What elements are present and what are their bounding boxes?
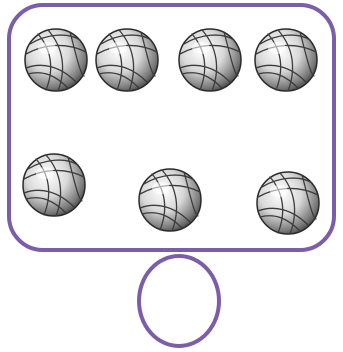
- volleyball-icon: [257, 172, 319, 234]
- volleyball-icon: [139, 169, 201, 231]
- volleyball-icon: [25, 29, 87, 91]
- volleyball-icon: [23, 154, 85, 216]
- answer-circle[interactable]: [139, 256, 219, 346]
- volleyball-icon: [179, 29, 241, 91]
- volleyball-icon: [255, 29, 317, 91]
- volleyball-icon: [96, 29, 158, 91]
